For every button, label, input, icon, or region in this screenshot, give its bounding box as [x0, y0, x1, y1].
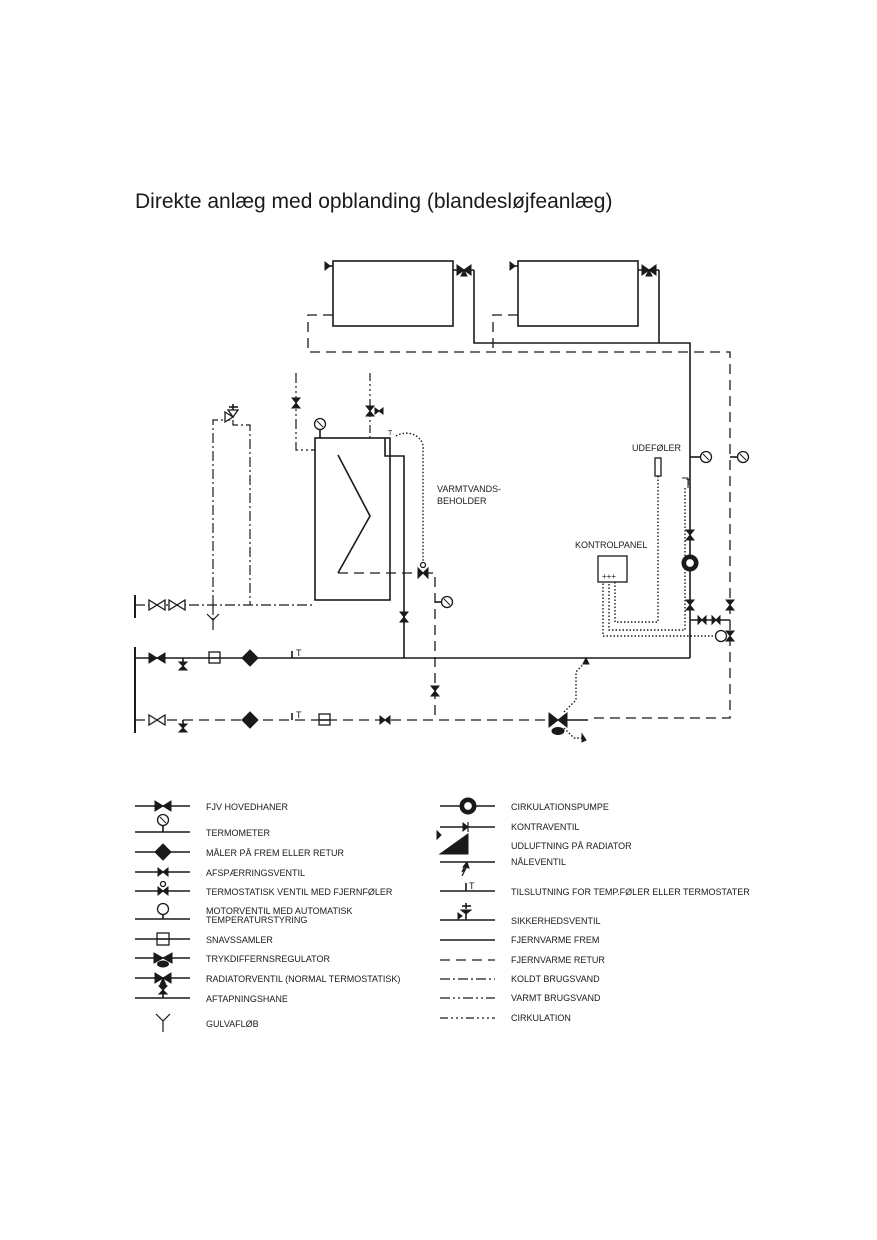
page-title: Direkte anlæg med opblanding (blandesløj…	[135, 190, 613, 213]
legend-label: MOTORVENTIL MED AUTOMATISK	[206, 906, 353, 916]
legend-symbol-cirkulationspumpe	[440, 797, 495, 815]
t-label: T	[296, 648, 302, 658]
pressure-regulator-icon	[548, 711, 588, 735]
legend-label: FJERNVARME RETUR	[511, 955, 605, 965]
t-label: T	[686, 478, 691, 487]
panel-plus-label: +++	[602, 572, 616, 581]
thermometer-icon	[313, 417, 327, 438]
outdoor-sensor-icon	[654, 457, 662, 477]
radiator-valve-icon	[453, 264, 474, 277]
legend-symbol-termometer	[135, 813, 190, 833]
control-panel-label: KONTROLPANEL	[575, 540, 647, 550]
legend-symbol-trykdiffernsregulator	[135, 952, 190, 968]
legend-label: KONTRAVENTIL	[511, 822, 579, 832]
legend-label: MÅLER PÅ FREM ELLER RETUR	[206, 848, 345, 858]
control-panel-icon: +++	[597, 555, 628, 583]
legend-symbol-snavssamler	[135, 932, 190, 946]
legend-symbol-radiatorventil	[135, 972, 190, 986]
legend-label: FJV HOVEDHANER	[206, 802, 289, 812]
legend-label: FJERNVARME FREM	[511, 935, 599, 945]
legend-symbol-aftapningshane	[135, 985, 190, 999]
legend-label: TEMPERATURSTYRING	[206, 915, 307, 925]
legend-symbol-termostatisk-ventil	[135, 880, 190, 897]
legend-symbol-gulvaflob	[155, 1013, 171, 1032]
outdoor-sensor-label: UDEFØLER	[632, 443, 682, 453]
legend-label: AFSPÆRRINGSVENTIL	[206, 868, 305, 878]
safety-valve-icon	[224, 404, 251, 605]
legend-symbol-naleventil	[440, 860, 495, 877]
thermostatic-valve-icon	[417, 561, 429, 580]
legend-label: SNAVSSAMLER	[206, 935, 273, 945]
legend-label: CIRKULATIONSPUMPE	[511, 802, 609, 812]
radiator-valve-icon	[638, 264, 659, 277]
t-label: T	[388, 430, 393, 437]
legend-label: NÅLEVENTIL	[511, 857, 566, 867]
circulation-pump-icon	[681, 554, 699, 572]
legend-label: TILSLUTNING FOR TEMP.FØLER ELLER TERMOST…	[511, 887, 750, 897]
legend-label: AFTAPNINGSHANE	[206, 994, 288, 1004]
legend-label: CIRKULATION	[511, 1013, 571, 1023]
radiator-left	[324, 260, 454, 327]
legend-symbol-motorventil	[135, 902, 190, 920]
legend-symbol-maler	[135, 843, 190, 861]
thermometer-icon	[730, 450, 750, 464]
t-label: T	[296, 710, 302, 720]
legend-label: TERMOSTATISK VENTIL MED FJERNFØLER	[206, 887, 393, 897]
floor-drain-icon	[206, 605, 220, 630]
legend-label: UDLUFTNING PÅ RADIATOR	[511, 841, 632, 851]
legend-label: SIKKERHEDSVENTIL	[511, 916, 601, 926]
legend-symbol-fjv-hovedhaner	[135, 800, 190, 812]
legend-symbol-tilslutning: T	[440, 881, 495, 892]
tank-label: VARMTVANDS-	[437, 484, 501, 494]
radiator-right	[509, 260, 639, 327]
hot-water-tank	[314, 437, 391, 601]
tank-label: BEHOLDER	[437, 496, 487, 506]
motor-valve-icon	[714, 629, 736, 643]
legend: T FJV HOVEDHANER TERMOMETER MÅLER PÅ FRE…	[135, 797, 750, 1032]
legend-label: GULVAFLØB	[206, 1019, 259, 1029]
legend-symbol-udluftning	[436, 829, 469, 855]
legend-label: RADIATORVENTIL (NORMAL TERMOSTATISK)	[206, 974, 400, 984]
legend-label: TERMOMETER	[206, 828, 270, 838]
motor-valve-icon	[435, 595, 454, 609]
legend-symbol-sikkerhedsventil	[440, 903, 495, 921]
thermometer-icon	[690, 450, 713, 464]
legend-label: VARMT BRUGSVAND	[511, 993, 601, 1003]
legend-label: KOLDT BRUGSVAND	[511, 974, 600, 984]
t-label: T	[469, 881, 475, 891]
legend-symbol-afspaerringsventil	[135, 866, 190, 878]
legend-symbol-kontraventil	[440, 821, 495, 833]
legend-label: TRYKDIFFERNSREGULATOR	[206, 954, 331, 964]
